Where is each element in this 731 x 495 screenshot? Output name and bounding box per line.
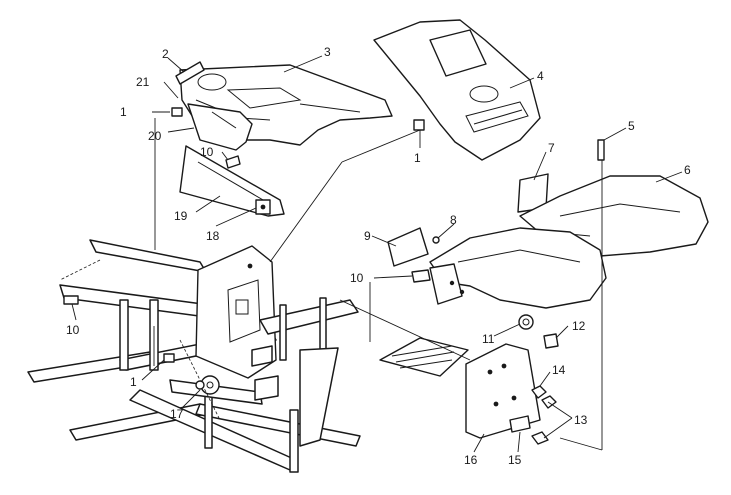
callout-16: 16 bbox=[464, 453, 478, 467]
callout-6: 6 bbox=[684, 163, 691, 177]
front-fender bbox=[429, 227, 607, 309]
callout-9: 9 bbox=[364, 229, 371, 243]
callout-13: 13 bbox=[574, 413, 588, 427]
callout-18: 18 bbox=[206, 229, 220, 243]
callout-7: 7 bbox=[548, 141, 555, 155]
callout-1: 1 bbox=[414, 151, 421, 165]
callout-8: 8 bbox=[450, 213, 457, 227]
rear-body-panel bbox=[373, 19, 541, 161]
fasteners bbox=[63, 107, 605, 445]
callout-17: 17 bbox=[170, 407, 184, 421]
callout-1: 1 bbox=[120, 105, 127, 119]
callout-10: 10 bbox=[350, 271, 364, 285]
decal-9 bbox=[387, 227, 429, 267]
inner-fender bbox=[187, 103, 253, 151]
headlight-trim bbox=[175, 61, 205, 85]
callout-15: 15 bbox=[508, 453, 522, 467]
chassis-frame bbox=[27, 239, 361, 473]
callout-10: 10 bbox=[66, 323, 80, 337]
callout-10: 10 bbox=[200, 145, 214, 159]
callout-20: 20 bbox=[148, 129, 162, 143]
callout-19: 19 bbox=[174, 209, 188, 223]
callout-21: 21 bbox=[136, 75, 150, 89]
bumper-bracket bbox=[179, 145, 285, 217]
callout-4: 4 bbox=[537, 69, 544, 83]
backing-plate bbox=[509, 415, 531, 433]
callout-2: 2 bbox=[162, 47, 169, 61]
step-plate bbox=[379, 337, 469, 377]
callout-3: 3 bbox=[324, 45, 331, 59]
leader-lines bbox=[71, 55, 683, 453]
callout-11: 11 bbox=[482, 332, 495, 346]
callouts: 1 1 1 2 3 4 5 6 7 8 9 10 10 10 11 12 13 … bbox=[66, 45, 691, 467]
callout-5: 5 bbox=[628, 119, 635, 133]
callout-12: 12 bbox=[572, 319, 586, 333]
callout-1: 1 bbox=[130, 375, 137, 389]
mud-flap bbox=[465, 343, 541, 439]
callout-14: 14 bbox=[552, 363, 566, 377]
